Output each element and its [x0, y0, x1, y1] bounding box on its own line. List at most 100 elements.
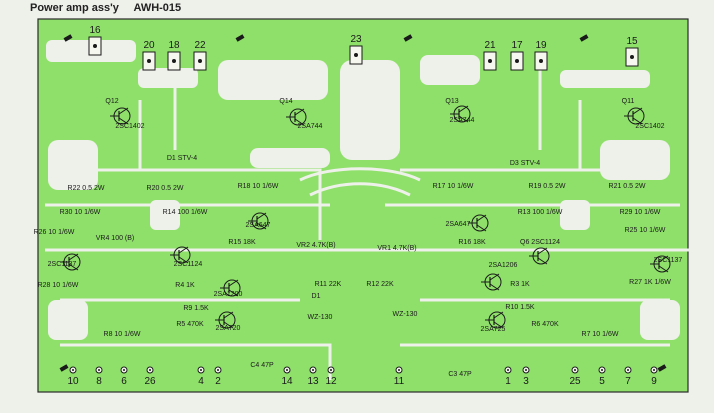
- component-label: R15 18K: [228, 239, 256, 246]
- header: Power amp ass'y AWH-015: [30, 2, 193, 14]
- component-label: R17 10 1/6W: [433, 183, 474, 190]
- transistor-symbol: [215, 311, 236, 329]
- component-label: R25 10 1/6W: [625, 227, 666, 234]
- component-label: R30 10 1/6W: [60, 209, 101, 216]
- bottom-pin: 12: [325, 366, 337, 387]
- pin-label: 2: [215, 376, 221, 387]
- component-label: R12 22K: [366, 281, 394, 288]
- bottom-pin: 10: [67, 366, 79, 387]
- bottom-pin: 13: [307, 366, 319, 387]
- transistor-symbol: [220, 279, 241, 297]
- component-labels: Q122SC1402Q142SA744Q132SA744Q112SC1402D1…: [34, 98, 683, 378]
- component-label: VR2 4.7K(B): [296, 242, 335, 249]
- transistor-symbol: [110, 107, 131, 125]
- bottom-pin: 25: [569, 366, 581, 387]
- component-label: WZ-130: [393, 311, 418, 318]
- component-label: WZ-130: [308, 314, 333, 321]
- component-label: R3 1K: [510, 281, 530, 288]
- component-label: 2SC1402: [635, 123, 664, 130]
- pin-label: 11: [394, 376, 405, 387]
- transistor-symbol: [286, 108, 307, 126]
- component-label: Q14: [279, 98, 292, 105]
- component-label: 2SA647: [446, 221, 471, 228]
- pin-label: 21: [484, 40, 496, 51]
- bottom-pin: 11: [394, 366, 405, 387]
- transistor-symbol: [170, 246, 191, 264]
- pin-label: 3: [523, 376, 529, 387]
- component-label: R22 0.5 2W: [68, 185, 105, 192]
- pin-label: 7: [625, 376, 631, 387]
- bottom-pin: 26: [144, 366, 156, 387]
- component-label: 2SA744: [450, 117, 475, 124]
- component-label: D1: [312, 293, 321, 300]
- component-label: R20 0.5 2W: [147, 185, 184, 192]
- bottom-pin: 14: [281, 366, 293, 387]
- bottom-pin: 9: [650, 366, 658, 387]
- header-code: AWH-015: [133, 2, 182, 14]
- pin-label: 12: [325, 376, 337, 387]
- top-pin: 15: [625, 36, 639, 67]
- component-label: R14 100 1/6W: [163, 209, 208, 216]
- component-label: R7 10 1/6W: [582, 331, 619, 338]
- component-label: R29 10 1/6W: [620, 209, 661, 216]
- component-label: VR1 4.7K(B): [377, 245, 416, 252]
- component-label: 2SA725: [481, 326, 506, 333]
- component-label: R4 1K: [175, 282, 195, 289]
- bottom-pin: 2: [214, 366, 222, 387]
- component-label: C4 47P: [250, 362, 274, 369]
- component-label: R9 1.5K: [183, 305, 209, 312]
- component-label: 2SA720: [216, 325, 241, 332]
- component-label: R16 18K: [458, 239, 486, 246]
- bottom-pin: 6: [120, 366, 128, 387]
- component-label: R27 1K 1/6W: [629, 279, 671, 286]
- component-label: R26 10 1/6W: [34, 229, 75, 236]
- bottom-pin: 8: [95, 366, 103, 387]
- transistor-symbol: [485, 311, 506, 329]
- component-label: 2SA744: [298, 123, 323, 130]
- top-pin: 16: [88, 25, 102, 56]
- transistor-symbol: [624, 107, 645, 125]
- component-label: 2SC1124: [174, 261, 203, 268]
- transistor-symbol: [450, 105, 471, 123]
- component-label: Q11: [622, 98, 635, 105]
- transistor-symbol: [248, 212, 269, 230]
- component-label: Q13: [445, 98, 458, 105]
- component-label: R19 0.5 2W: [529, 183, 566, 190]
- pin-label: 14: [281, 376, 293, 387]
- pin-label: 16: [89, 25, 101, 36]
- board-voids: [46, 40, 680, 340]
- top-pin: 22: [193, 40, 207, 71]
- transistor-symbols: [60, 105, 671, 329]
- component-label: D3 STV-4: [510, 160, 540, 167]
- component-label: VR4 100 (B): [96, 235, 135, 242]
- pin-label: 20: [143, 40, 155, 51]
- component-label: 2SA1206: [489, 262, 518, 269]
- component-label: R5 470K: [176, 321, 204, 328]
- component-label: 2SC1402: [115, 123, 144, 130]
- transistor-symbol: [529, 247, 550, 265]
- component-label: 2SA1200: [214, 291, 243, 298]
- pin-label: 1: [505, 376, 511, 387]
- pin-label: 6: [121, 376, 127, 387]
- mounting-slots: [59, 34, 667, 372]
- pin-label: 5: [599, 376, 605, 387]
- top-pin: 17: [510, 40, 524, 71]
- top-pin: 20: [142, 40, 156, 71]
- pin-label: 9: [651, 376, 657, 387]
- pin-label: 15: [626, 36, 638, 47]
- pin-label: 26: [144, 376, 156, 387]
- component-label: D1 STV-4: [167, 155, 197, 162]
- component-label: R21 0.5 2W: [609, 183, 646, 190]
- top-pin: 18: [167, 40, 181, 71]
- top-pin: 19: [534, 40, 548, 71]
- pin-label: 19: [535, 40, 547, 51]
- component-label: R18 10 1/6W: [238, 183, 279, 190]
- bottom-pin: 7: [624, 366, 632, 387]
- component-label: R6 470K: [531, 321, 559, 328]
- pin-label: 13: [307, 376, 319, 387]
- bottom-pin: 1: [504, 366, 512, 387]
- pin-label: 10: [67, 376, 79, 387]
- component-label: R11 22K: [315, 281, 342, 288]
